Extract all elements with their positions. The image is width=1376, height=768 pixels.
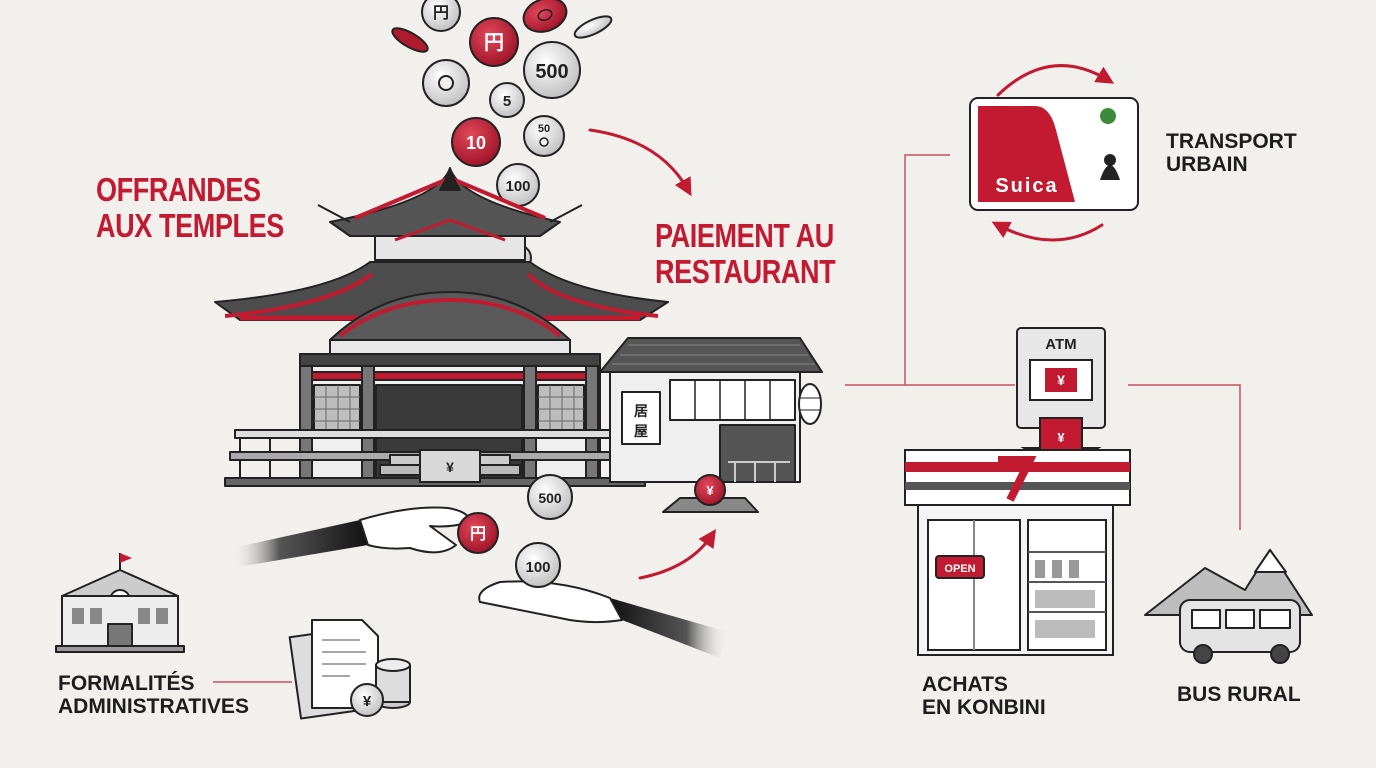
rural-bus [1144, 549, 1313, 664]
label-line: FORMALITÉS [58, 672, 195, 695]
svg-text:500: 500 [538, 490, 562, 506]
label-line: TRANSPORT [1166, 130, 1297, 153]
svg-text:円: 円 [484, 32, 504, 54]
svg-text:ATM: ATM [1045, 336, 1076, 353]
label-line: AUX TEMPLES [96, 206, 284, 244]
label-line: ADMINISTRATIVES [58, 694, 249, 718]
svg-text:OPEN: OPEN [944, 563, 975, 575]
svg-text:¥: ¥ [1057, 430, 1065, 445]
coin-edge-left [391, 27, 429, 53]
svg-text:屋: 屋 [634, 423, 648, 439]
coin-red-yen: 円 [469, 17, 519, 67]
coin-5-top: 5 [489, 82, 525, 118]
konbini-store: OPEN [904, 449, 1131, 656]
svg-text:100: 100 [525, 559, 550, 576]
svg-text:10: 10 [466, 133, 486, 153]
label-admin-formalities: FORMALITÉS ADMINISTRATIVES [58, 672, 249, 718]
label-line: ACHATS [922, 673, 1008, 696]
label-line: EN KONBINI [922, 695, 1046, 719]
coin-10: 10 [451, 117, 501, 167]
svg-text:円: 円 [433, 4, 449, 22]
label-line: PAIEMENT AU [655, 217, 834, 254]
label-konbini-purchases: ACHATS EN KONBINI [922, 673, 1046, 719]
svg-text:円: 円 [470, 525, 486, 543]
label-line: RESTAURANT [655, 252, 836, 290]
svg-text:Suica: Suica [995, 175, 1058, 197]
hands-exchange: 円 100 500 [232, 474, 728, 658]
coin-hole-50 [422, 59, 470, 107]
svg-text:¥: ¥ [363, 693, 372, 710]
label-restaurant-payment: PAIEMENT AU RESTAURANT [655, 217, 836, 290]
coin-edge-right [573, 15, 613, 39]
coin-yen-top: 円 [421, 0, 461, 32]
svg-text:¥: ¥ [446, 459, 454, 475]
connector-lines [213, 154, 1241, 683]
svg-text:居: 居 [634, 403, 648, 419]
izakaya: 居 屋 ¥ [599, 337, 823, 513]
suica-card: Suica [969, 97, 1139, 211]
admin-building [55, 553, 185, 653]
temple: ¥ [214, 167, 669, 487]
svg-text:5: 5 [503, 93, 511, 110]
documents-coins: ¥ [288, 619, 411, 720]
label-line: URBAIN [1166, 152, 1248, 176]
svg-text:100: 100 [505, 178, 530, 195]
label-temple-offerings: OFFRANDES AUX TEMPLES [96, 172, 284, 243]
coin-red-flying [522, 0, 568, 33]
atm: ¥ ATM ¥ [1016, 327, 1106, 472]
label-urban-transport: TRANSPORT URBAIN [1166, 130, 1297, 176]
svg-text:¥: ¥ [1057, 372, 1065, 388]
flow-arrows [588, 64, 1115, 580]
label-line: BUS RURAL [1177, 683, 1301, 706]
label-line: OFFRANDES [96, 171, 261, 208]
svg-text:¥: ¥ [706, 483, 714, 498]
coin-50: 50 [523, 115, 565, 157]
coin-500-top: 500 [523, 41, 581, 99]
svg-text:500: 500 [535, 61, 568, 83]
svg-text:50: 50 [538, 123, 550, 135]
label-rural-bus: BUS RURAL [1177, 683, 1301, 707]
coin-100-mid: 100 [496, 163, 540, 207]
